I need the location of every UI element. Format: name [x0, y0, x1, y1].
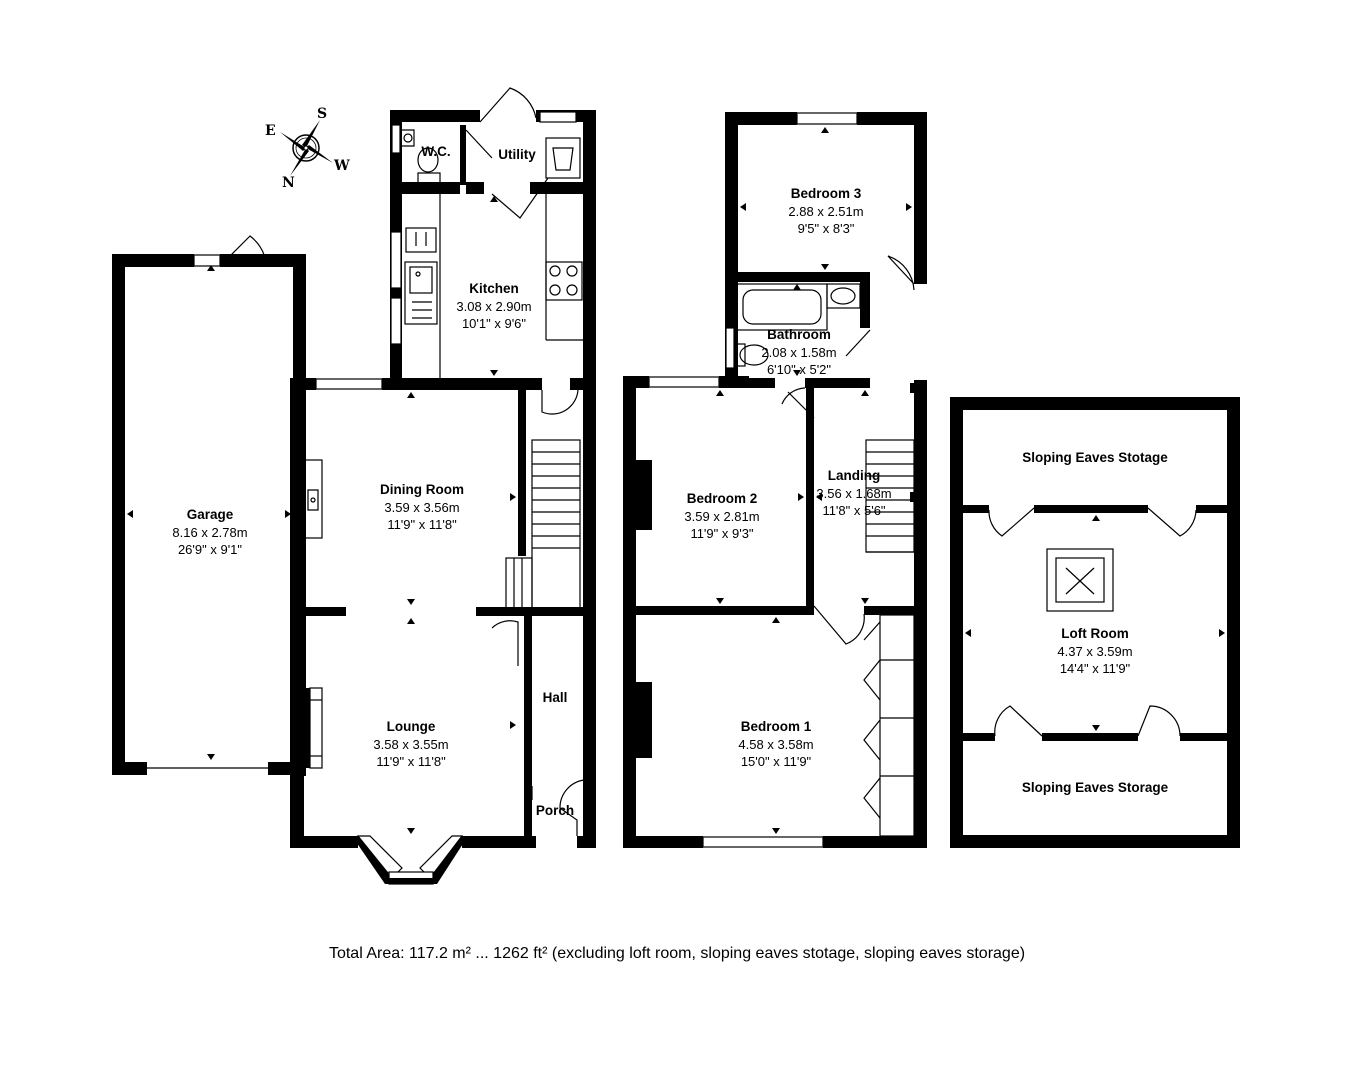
lounge-label: Lounge [387, 719, 436, 734]
landing-label: Landing [828, 468, 881, 483]
bedroom-3-metric: 2.88 x 2.51m [788, 204, 863, 219]
bedroom-1-metric: 4.58 x 3.58m [738, 737, 813, 752]
compass-north-label: N [282, 175, 295, 191]
garage-label: Garage [187, 507, 234, 522]
sloping-eaves-top-label: Sloping Eaves Stotage [1022, 450, 1168, 465]
bedroom-1-label: Bedroom 1 [741, 719, 812, 734]
loft-room-imperial: 14'4" x 11'9" [1060, 661, 1131, 676]
sloping-eaves-bottom-label: Sloping Eaves Storage [1022, 780, 1169, 795]
compass-west-label: W [333, 158, 350, 174]
kitchen-imperial: 10'1" x 9'6" [462, 316, 526, 331]
dimension-arrows [127, 127, 1225, 834]
hall-label: Hall [543, 690, 568, 705]
landing-imperial: 11'8" x 5'6" [822, 503, 885, 518]
total-area-caption: Total Area: 117.2 m² ... 1262 ft² (exclu… [329, 945, 1025, 962]
lounge-imperial: 11'9" x 11'8" [376, 754, 446, 769]
wc-label: W.C. [421, 144, 450, 159]
dining-room-label: Dining Room [380, 482, 464, 497]
kitchen-metric: 3.08 x 2.90m [456, 299, 531, 314]
utility-label: Utility [498, 147, 536, 162]
bathroom-label: Bathroom [767, 327, 831, 342]
dining-room-imperial: 11'9" x 11'8" [387, 517, 457, 532]
loft-room-label: Loft Room [1061, 626, 1128, 641]
porch-label: Porch [536, 803, 574, 818]
compass-south-label: S [317, 106, 327, 122]
garage-imperial: 26'9" x 9'1" [178, 542, 242, 557]
bedroom-2-imperial: 11'9" x 9'3" [690, 526, 753, 541]
garage-metric: 8.16 x 2.78m [172, 525, 247, 540]
bathroom-metric: 2.08 x 1.58m [761, 345, 836, 360]
dining-room-metric: 3.59 x 3.56m [384, 500, 459, 515]
bedroom-2-metric: 3.59 x 2.81m [684, 509, 759, 524]
bedroom-1-imperial: 15'0" x 11'9" [741, 754, 812, 769]
compass-east-label: E [265, 123, 276, 139]
bathroom-imperial: 6'10" x 5'2" [767, 362, 831, 377]
ground-floor [112, 87, 596, 885]
compass-rose-icon [280, 120, 333, 176]
kitchen-label: Kitchen [469, 281, 519, 296]
first-floor [623, 112, 927, 848]
lounge-metric: 3.58 x 3.55m [373, 737, 448, 752]
loft-room-metric: 4.37 x 3.59m [1057, 644, 1132, 659]
bedroom-3-imperial: 9'5" x 8'3" [798, 221, 855, 236]
landing-metric: 3.56 x 1.68m [816, 486, 891, 501]
loft-floor [950, 397, 1240, 848]
landing-staircase [865, 439, 915, 553]
skylight-icon [1046, 548, 1114, 612]
bedroom-2-label: Bedroom 2 [687, 491, 758, 506]
staircase [505, 439, 581, 609]
bedroom-3-label: Bedroom 3 [791, 186, 862, 201]
